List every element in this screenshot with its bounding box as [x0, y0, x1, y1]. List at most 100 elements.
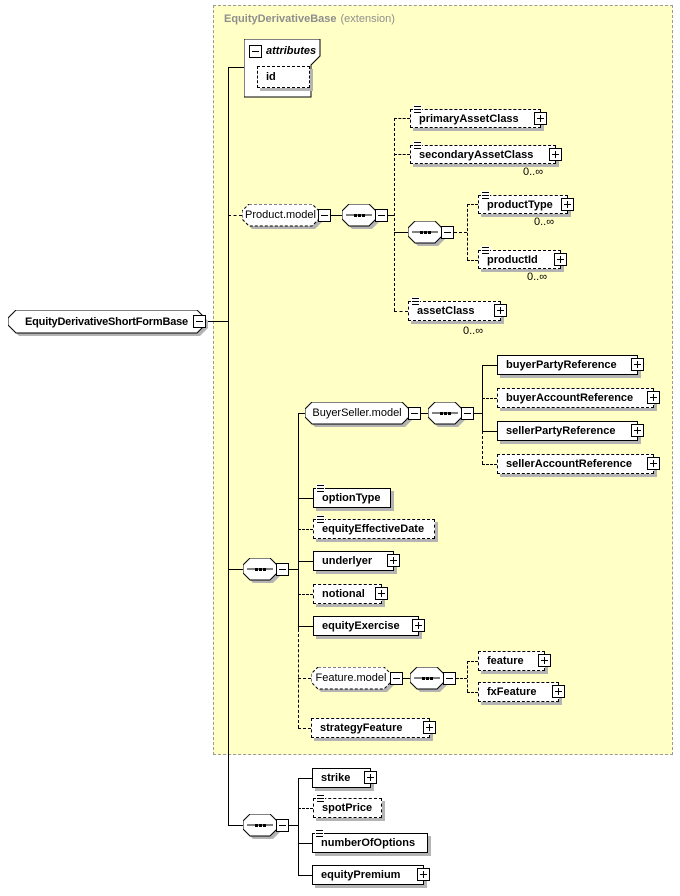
element-label: assetClass [417, 305, 475, 317]
connector-line [298, 778, 299, 875]
element-label: fxFeature [487, 686, 537, 698]
model-group-label: Product.model [245, 209, 316, 221]
element-assetClass[interactable]: assetClass [408, 297, 507, 321]
sequence-icon [410, 667, 448, 693]
collapse-icon[interactable] [408, 407, 421, 420]
expand-icon[interactable] [554, 252, 567, 266]
element-productType[interactable]: productType [478, 191, 574, 214]
sequence-icon [243, 814, 281, 840]
connector-line [467, 204, 468, 260]
connector-line [331, 215, 342, 216]
occurs-label: 0..∞ [534, 216, 555, 228]
element-fxFeature[interactable]: fxFeature [478, 682, 565, 702]
model-group-label: BuyerSeller.model [312, 407, 402, 419]
connector-line [467, 661, 468, 692]
extension-title-kind: (extension) [340, 13, 395, 25]
element-numberOfOptions[interactable]: numberOfOptions [312, 829, 428, 853]
connector-line [394, 118, 395, 311]
expand-icon[interactable] [631, 358, 644, 371]
expand-icon[interactable] [647, 457, 660, 470]
collapse-icon[interactable] [461, 407, 474, 420]
model-group-product[interactable]: Product.model [242, 204, 323, 230]
connector-line [467, 661, 478, 662]
collapse-icon[interactable] [249, 45, 262, 58]
collapse-icon[interactable] [318, 209, 331, 222]
expand-icon[interactable] [549, 147, 562, 161]
expand-icon[interactable] [375, 587, 388, 600]
element-strategyFeature[interactable]: strategyFeature [311, 718, 436, 738]
model-group-buyerseller[interactable]: BuyerSeller.model [305, 402, 413, 428]
occurs-label: 0..∞ [527, 271, 548, 283]
expand-icon[interactable] [387, 554, 400, 567]
sequence-icon [342, 204, 380, 230]
element-label: equityPremium [321, 869, 401, 881]
connector-line [298, 626, 313, 627]
element-equityPremium[interactable]: equityPremium [312, 865, 430, 885]
simple-content-icon [411, 297, 420, 306]
collapse-icon[interactable] [390, 672, 403, 685]
element-feature[interactable]: feature [478, 651, 551, 671]
collapse-icon[interactable] [443, 672, 456, 685]
connector-line [456, 678, 467, 679]
sequence-icon [408, 221, 446, 247]
element-optionType[interactable]: optionType [313, 484, 391, 508]
attribute-id[interactable]: id [257, 66, 310, 88]
collapse-icon[interactable] [375, 209, 388, 222]
element-sellerAccountReference[interactable]: sellerAccountReference [497, 454, 660, 474]
model-group-feature[interactable]: Feature.model [311, 667, 395, 693]
collapse-icon[interactable] [276, 563, 289, 576]
element-label: underlyer [322, 555, 373, 567]
element-spotPrice[interactable]: spotPrice [313, 794, 382, 818]
simple-content-icon [413, 105, 422, 114]
connector-line [298, 875, 312, 876]
expand-icon[interactable] [364, 771, 377, 784]
expand-icon[interactable] [631, 424, 644, 437]
attributes-header: attributes [266, 45, 317, 57]
element-label: equityEffectiveDate [322, 523, 425, 535]
connector-line [298, 498, 313, 499]
root-element[interactable]: EquityDerivativeShortFormBase [8, 310, 209, 337]
element-sellerPartyReference[interactable]: sellerPartyReference [497, 421, 644, 441]
expand-icon[interactable] [534, 111, 547, 125]
element-buyerPartyReference[interactable]: buyerPartyReference [497, 355, 644, 375]
expand-icon[interactable] [417, 868, 430, 881]
collapse-icon[interactable] [193, 315, 206, 328]
expand-icon[interactable] [412, 619, 425, 632]
connector-line [298, 778, 312, 779]
element-secondaryAssetClass[interactable]: secondaryAssetClass [410, 141, 562, 164]
element-label: productId [487, 253, 538, 266]
connector-line [482, 398, 497, 399]
connector-line [298, 529, 313, 530]
connector-line [394, 232, 408, 233]
expand-icon[interactable] [494, 304, 507, 317]
expand-icon[interactable] [423, 721, 436, 734]
element-primaryAssetClass[interactable]: primaryAssetClass [410, 105, 547, 128]
element-label: optionType [322, 492, 381, 504]
expand-icon[interactable] [538, 654, 551, 667]
connector-line [482, 365, 497, 366]
collapse-icon[interactable] [441, 226, 454, 239]
connector-line [421, 413, 428, 414]
element-buyerAccountReference[interactable]: buyerAccountReference [497, 388, 660, 408]
trunk-line [228, 67, 229, 825]
expand-icon[interactable] [647, 391, 660, 404]
connector-line [467, 692, 478, 693]
element-label: secondaryAssetClass [419, 148, 534, 161]
connector-line [467, 260, 478, 261]
connector-line [228, 569, 243, 570]
element-productId[interactable]: productId [478, 246, 567, 269]
expand-icon[interactable] [561, 197, 574, 211]
element-underlyer[interactable]: underlyer [313, 551, 400, 571]
collapse-icon[interactable] [276, 819, 289, 832]
element-notional[interactable]: notional [313, 584, 388, 604]
element-label: strategyFeature [320, 722, 403, 734]
expand-icon[interactable] [552, 685, 565, 698]
element-label: sellerAccountReference [506, 458, 632, 470]
element-equityEffectiveDate[interactable]: equityEffectiveDate [313, 515, 435, 539]
connector-line [394, 118, 410, 119]
element-strike[interactable]: strike [312, 768, 377, 788]
element-equityExercise[interactable]: equityExercise [313, 616, 425, 636]
simple-content-icon [413, 141, 422, 150]
attribute-label: id [266, 71, 276, 83]
occurs-label: 0..∞ [463, 325, 484, 337]
